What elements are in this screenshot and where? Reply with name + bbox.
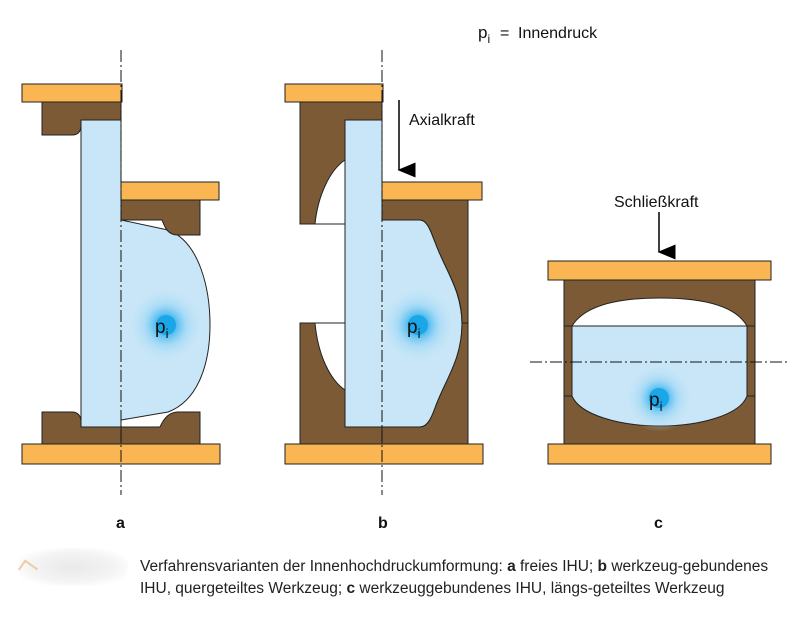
panel-c-upper-cavity <box>571 297 748 327</box>
panel-a-top-right-die <box>120 199 201 236</box>
panel-c-top-plate <box>547 260 772 281</box>
panel-a-label: a <box>116 515 125 532</box>
panel-a-top-left-die <box>41 101 122 136</box>
legend: pi = Innendruck <box>478 23 598 46</box>
legend-label: Innendruck <box>518 25 598 42</box>
panel-a-pressure-label: pi <box>155 317 169 341</box>
legend-symbol: p <box>478 23 487 42</box>
panel-b-upper-left-cavity <box>314 159 346 225</box>
panel-c: pi Schließkraft c <box>530 194 788 532</box>
panel-b: pi Axialkraft b <box>284 50 484 532</box>
panel-b-label: b <box>378 515 388 532</box>
panel-b-upper-right-die <box>381 199 469 324</box>
legend-equals: = <box>500 25 509 42</box>
caption-c-key: c <box>346 580 356 597</box>
caption-c-text: werkzeuggebundenes IHU, längs-geteiltes … <box>359 580 725 597</box>
panel-c-bottom-plate <box>547 443 772 465</box>
panel-b-fluid <box>344 119 463 428</box>
caption-b-key: b <box>597 558 607 575</box>
panel-a: pi a <box>21 50 221 532</box>
panel-a-pressure-core <box>156 315 176 335</box>
panel-c-label: c <box>654 515 663 532</box>
faded-logo-smudge <box>18 548 128 586</box>
closing-force-label: Schließkraft <box>614 194 699 211</box>
caption-a-key: a <box>507 558 516 575</box>
svg-text:pi: pi <box>478 23 490 46</box>
panel-b-lower-right-die <box>381 322 469 445</box>
figure-caption: Verfahrensvarianten der Innenhochdruckum… <box>140 556 780 600</box>
panel-a-top-plate <box>21 83 123 103</box>
legend-symbol-sub: i <box>487 32 490 46</box>
axial-force-label: Axialkraft <box>409 112 475 129</box>
panel-b-mid-plate <box>381 181 483 201</box>
caption-b-text: werkzeug-gebundenes IHU, quergeteiltes W… <box>140 558 769 597</box>
panel-b-pressure-label: pi <box>407 317 421 341</box>
panel-a-fluid <box>80 119 211 428</box>
panel-b-lower-left-cavity <box>314 322 346 391</box>
panel-b-pressure-core <box>408 315 428 335</box>
panel-c-left-wall <box>563 325 573 397</box>
caption-intro: Verfahrensvarianten der Innenhochdruckum… <box>140 558 503 575</box>
panel-a-bottom-right-die <box>120 411 201 445</box>
panel-a-mid-plate <box>120 181 220 201</box>
panel-c-pressure-label: pi <box>649 390 663 414</box>
panel-c-pressure-core <box>649 388 669 408</box>
panel-c-right-wall <box>746 325 756 397</box>
caption-a-text: freies IHU; <box>520 558 594 575</box>
panel-b-bottom-plate <box>284 443 484 465</box>
panel-b-top-plate <box>284 83 384 103</box>
